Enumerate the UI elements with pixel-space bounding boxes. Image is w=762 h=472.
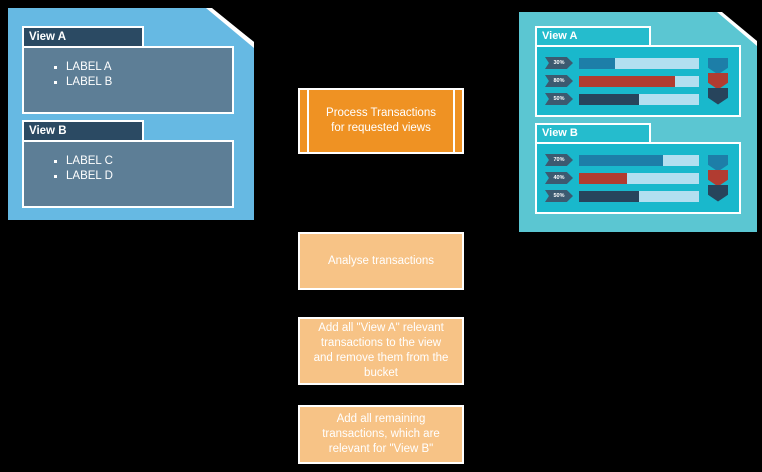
flow-line: bucket <box>364 367 398 379</box>
left-section-title-view-a: View A <box>22 26 144 48</box>
percent-tag: 80% <box>545 75 573 87</box>
chevron-stack-view-b <box>707 154 729 202</box>
left-section-body-view-b: LABEL C LABEL D <box>22 140 234 208</box>
progress-bar-track <box>579 172 699 184</box>
flow-step-process-transactions[interactable]: Process Transactions for requested views <box>298 88 464 154</box>
progress-row: 70% <box>545 154 699 166</box>
progress-bar-fill <box>579 172 627 184</box>
left-section-view-b: View B LABEL C LABEL D <box>22 120 234 208</box>
flow-step-analyse-transactions[interactable]: Analyse transactions <box>298 232 464 290</box>
views-definition-note: View A LABEL A LABEL B View B LABEL C LA… <box>8 8 254 220</box>
percent-tag: 50% <box>545 190 573 202</box>
list-item: LABEL D <box>54 169 232 184</box>
chevron-down-icon <box>708 72 728 90</box>
flow-line: relevant for "View B" <box>328 443 434 455</box>
flow-line: transactions to the view <box>320 337 442 349</box>
right-section-view-b: View B 70% 40% <box>535 123 741 214</box>
progress-bar-fill <box>579 57 615 69</box>
flow-line: Process Transactions <box>326 107 436 119</box>
chevron-stack-view-a <box>707 57 729 105</box>
right-section-title-view-b: View B <box>535 123 651 144</box>
progress-bar-track <box>579 154 699 166</box>
left-section-body-view-a: LABEL A LABEL B <box>22 46 234 114</box>
flow-step-add-view-a-transactions[interactable]: Add all "View A" relevant transactions t… <box>298 317 464 385</box>
percent-tag: 70% <box>545 154 573 166</box>
percent-tag: 40% <box>545 172 573 184</box>
right-section-body-view-a: 30% 80% 50% <box>535 45 741 117</box>
progress-bar-fill <box>579 93 639 105</box>
chevron-down-icon <box>708 57 728 75</box>
progress-bar-fill <box>579 75 675 87</box>
progress-rows-view-a: 30% 80% 50% <box>545 57 699 105</box>
progress-rows-view-b: 70% 40% 50% <box>545 154 699 202</box>
label-list-view-b: LABEL C LABEL D <box>24 154 232 184</box>
progress-bar-track <box>579 93 699 105</box>
right-section-view-a: View A 30% 80% <box>535 26 741 117</box>
percent-tag: 50% <box>545 93 573 105</box>
progress-row: 50% <box>545 190 699 202</box>
progress-bar-track <box>579 75 699 87</box>
chevron-down-icon <box>708 184 728 202</box>
progress-bar-track <box>579 190 699 202</box>
flow-step-add-view-b-transactions[interactable]: Add all remaining transactions, which ar… <box>298 405 464 464</box>
progress-row: 50% <box>545 93 699 105</box>
flow-line: and remove them from the <box>313 352 449 364</box>
flow-line: Analyse transactions <box>327 254 435 267</box>
flow-step-label: Add all "View A" relevant transactions t… <box>314 321 449 381</box>
views-result-note: View A 30% 80% <box>519 12 757 232</box>
flow-step-label: Process Transactions for requested views <box>326 106 436 136</box>
left-section-title-view-b: View B <box>22 120 144 142</box>
flow-step-label: Analyse transactions <box>328 254 434 269</box>
progress-row: 30% <box>545 57 699 69</box>
chevron-down-icon <box>708 169 728 187</box>
chevron-down-icon <box>708 87 728 105</box>
list-item: LABEL A <box>54 60 232 75</box>
label-list-view-a: LABEL A LABEL B <box>24 60 232 90</box>
percent-tag: 30% <box>545 57 573 69</box>
right-section-body-view-b: 70% 40% 50% <box>535 142 741 214</box>
flow-line: Add all "View A" relevant <box>318 322 444 334</box>
flow-line: transactions, which are <box>322 428 440 440</box>
list-item: LABEL C <box>54 154 232 169</box>
progress-bar-fill <box>579 190 639 202</box>
progress-row: 40% <box>545 172 699 184</box>
progress-row: 80% <box>545 75 699 87</box>
flow-line: for requested views <box>331 122 431 134</box>
list-item: LABEL B <box>54 75 232 90</box>
progress-bar-track <box>579 57 699 69</box>
progress-bar-fill <box>579 154 663 166</box>
flow-step-label: Add all remaining transactions, which ar… <box>322 412 440 457</box>
chevron-down-icon <box>708 154 728 172</box>
left-section-view-a: View A LABEL A LABEL B <box>22 26 234 114</box>
right-section-title-view-a: View A <box>535 26 651 47</box>
flow-line: Add all remaining <box>336 413 426 425</box>
